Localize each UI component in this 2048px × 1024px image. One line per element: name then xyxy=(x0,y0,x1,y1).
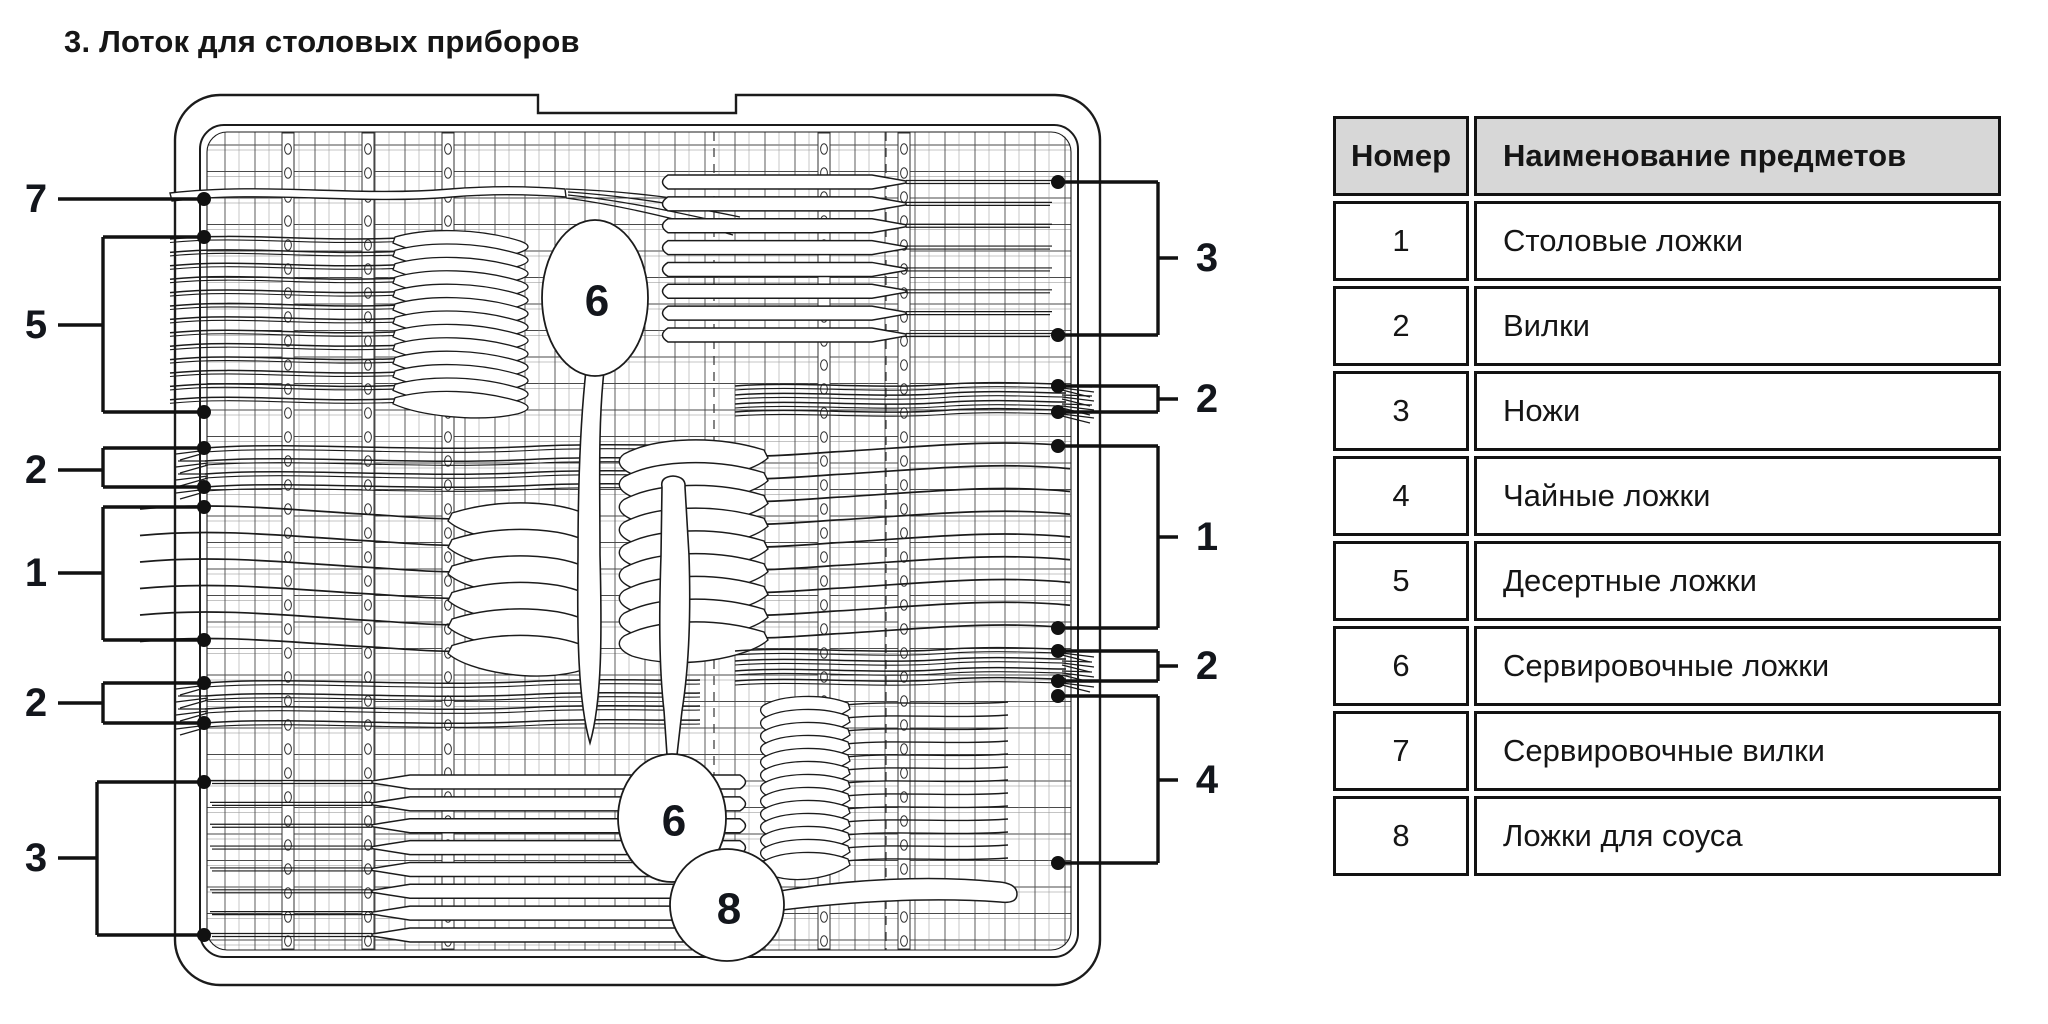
tea-spoons xyxy=(759,695,1009,881)
serving-spoon-upper xyxy=(541,219,649,746)
callout-label-right: 4 xyxy=(1196,758,1219,802)
callout-dot xyxy=(1051,644,1065,658)
legend-header-number: Номер xyxy=(1333,116,1469,196)
inline-label-serving-spoon: 6 xyxy=(585,277,609,326)
legend-row-number: 6 xyxy=(1333,626,1469,706)
legend-row-number: 1 xyxy=(1333,201,1469,281)
callout-dot xyxy=(1051,856,1065,870)
legend-row-name: Вилки xyxy=(1474,286,2001,366)
callout-dot xyxy=(197,192,211,206)
callout-dot xyxy=(197,230,211,244)
tray-border xyxy=(173,93,1102,987)
legend-header-items: Наименование предметов xyxy=(1474,116,2001,196)
page-title: 3. Лоток для столовых приборов xyxy=(64,24,580,59)
forks-lower-right xyxy=(734,646,1095,693)
knives-top-right xyxy=(661,174,1052,343)
serving-fork xyxy=(169,186,741,236)
callout-label-left: 5 xyxy=(25,303,47,347)
legend-row-number: 3 xyxy=(1333,371,1469,451)
callout-label-left: 2 xyxy=(25,681,47,725)
callout-dot xyxy=(1051,175,1065,189)
callout-dot xyxy=(197,480,211,494)
legend-row-name: Ножи xyxy=(1474,371,2001,451)
callout-dot xyxy=(197,633,211,647)
callout-label-left: 1 xyxy=(25,551,47,595)
sauce-ladle xyxy=(669,848,1018,962)
legend-row-name: Ложки для соуса xyxy=(1474,796,2001,876)
legend-row-name: Десертные ложки xyxy=(1474,541,2001,621)
legend-row-number: 2 xyxy=(1333,286,1469,366)
dessert-spoons xyxy=(169,229,529,419)
callout-label-right: 3 xyxy=(1196,236,1218,280)
legend-row-name: Сервировочные ложки xyxy=(1474,626,2001,706)
forks-lower-left xyxy=(175,678,701,736)
callout-dot xyxy=(197,405,211,419)
callout-label-right: 2 xyxy=(1196,377,1218,421)
callout-label-left: 3 xyxy=(25,836,47,880)
callout-dot xyxy=(1051,689,1065,703)
callout-dot xyxy=(1051,439,1065,453)
legend-row-name: Сервировочные вилки xyxy=(1474,711,2001,791)
legend-row-number: 7 xyxy=(1333,711,1469,791)
callout-label-left: 2 xyxy=(25,448,47,492)
callout-dot xyxy=(197,500,211,514)
inline-label-sauce-ladle: 8 xyxy=(717,885,741,934)
callout-dot xyxy=(1051,621,1065,635)
callout-label-right: 1 xyxy=(1196,515,1218,559)
legend-row-number: 8 xyxy=(1333,796,1469,876)
callout-dot xyxy=(197,928,211,942)
inline-label-serving-spoon: 6 xyxy=(662,797,686,846)
forks-upper-right xyxy=(734,381,1095,424)
callouts-left xyxy=(58,192,211,942)
callouts-right xyxy=(1051,175,1178,870)
callout-dot xyxy=(1051,405,1065,419)
callout-dot xyxy=(197,441,211,455)
table-spoons-left xyxy=(139,502,598,677)
legend-row-name: Столовые ложки xyxy=(1474,201,2001,281)
serving-spoon-lower xyxy=(617,475,727,883)
legend-row-number: 4 xyxy=(1333,456,1469,536)
callout-dot xyxy=(1051,328,1065,342)
callout-dot xyxy=(1051,674,1065,688)
legend-row-number: 5 xyxy=(1333,541,1469,621)
callout-dot xyxy=(1051,379,1065,393)
callout-dot xyxy=(197,775,211,789)
table-spoons-right xyxy=(618,439,1071,664)
callout-dot xyxy=(197,676,211,690)
legend-row-name: Чайные ложки xyxy=(1474,456,2001,536)
cutlery-items xyxy=(139,174,1095,962)
callout-dot xyxy=(197,716,211,730)
callout-label-left: 7 xyxy=(25,177,47,221)
callout-label-right: 2 xyxy=(1196,644,1218,688)
